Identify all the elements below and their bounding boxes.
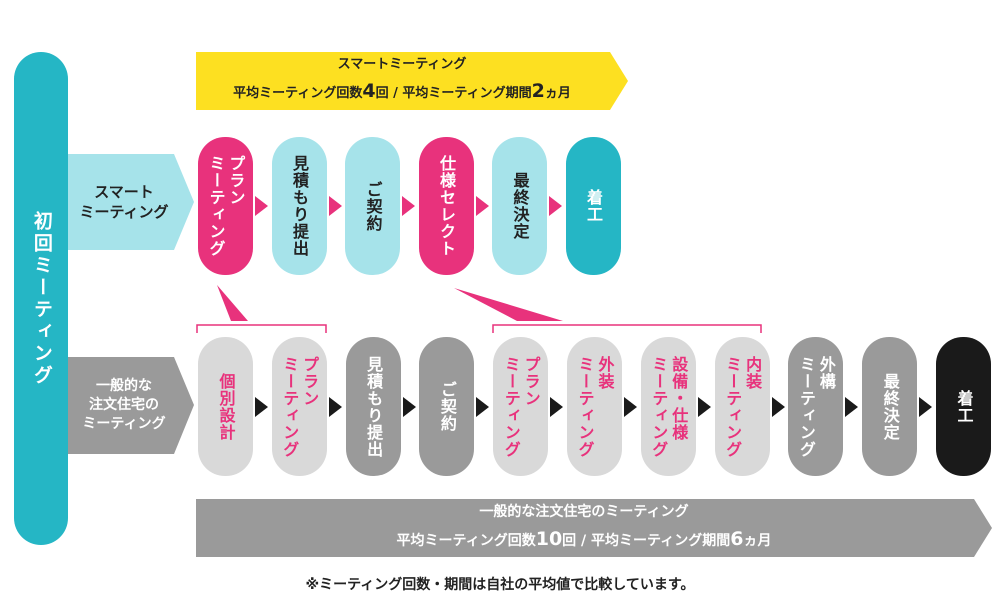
step-pill: プラン ミーティング bbox=[198, 137, 253, 275]
step-label: プラン ミーティング bbox=[501, 355, 541, 458]
step-pill: 設備・仕様 ミーティング bbox=[640, 337, 696, 476]
step-arrow bbox=[402, 196, 415, 216]
step-arrow bbox=[624, 396, 637, 417]
general-steps: 個別設計プラン ミーティング見積もり提出ご契約プラン ミーティング外装 ミーティ… bbox=[198, 337, 994, 476]
step-label: 最終決定 bbox=[510, 172, 530, 240]
step-label: プラン ミーティング bbox=[280, 355, 320, 458]
callout-connectors bbox=[196, 285, 762, 333]
general-banner: 一般的な注文住宅のミーティング 平均ミーティング回数10回 / 平均ミーティング… bbox=[196, 499, 992, 557]
smart-meeting-period: 2 bbox=[531, 80, 545, 103]
step-pill: 最終決定 bbox=[862, 337, 918, 476]
step-label: 外装 ミーティング bbox=[575, 355, 615, 458]
general-meeting-period: 6 bbox=[730, 528, 744, 551]
step-arrow bbox=[255, 396, 268, 417]
step-label: 内装 ミーティング bbox=[723, 355, 763, 458]
smart-label: スマート ミーティング bbox=[79, 182, 169, 221]
step-arrow bbox=[550, 396, 564, 417]
step-arrow bbox=[549, 196, 562, 216]
general-label-arrow bbox=[68, 357, 194, 454]
step-label: ご契約 bbox=[363, 180, 383, 232]
step-pill: 最終決定 bbox=[492, 137, 547, 275]
footnote: ※ミーティング回数・期間は自社の平均値で比較しています。 bbox=[305, 577, 695, 593]
step-arrow bbox=[845, 396, 859, 417]
smart-banner: スマートミーティング 平均ミーティング回数4回 / 平均ミーティング期間2ヵ月 bbox=[196, 52, 628, 110]
step-pill: 見積もり提出 bbox=[271, 137, 327, 275]
step-arrow bbox=[919, 396, 933, 417]
smart-label-arrow bbox=[68, 154, 194, 250]
step-arrow bbox=[771, 396, 785, 417]
smart-banner-title: スマートミーティング bbox=[337, 56, 467, 72]
step-label: 仕様セレクト bbox=[437, 155, 456, 257]
step-label: 設備・仕様 ミーティング bbox=[649, 355, 689, 458]
step-pill: 着工 bbox=[936, 337, 991, 476]
step-pill: 外装 ミーティング bbox=[567, 337, 622, 476]
first-meeting-label: 初回ミーティング bbox=[30, 210, 53, 387]
step-arrow bbox=[328, 196, 342, 216]
step-pill: 内装 ミーティング bbox=[714, 337, 770, 476]
step-label: 着工 bbox=[584, 189, 603, 223]
step-label: 着工 bbox=[954, 389, 974, 424]
step-arrow bbox=[255, 196, 268, 216]
step-arrow bbox=[328, 396, 342, 417]
smart-steps: プラン ミーティング 見積もり提出 ご契約 仕様セレクト 最終決定 着工 bbox=[198, 137, 621, 275]
step-label: 個別設計 bbox=[216, 372, 236, 441]
step-label: 最終決定 bbox=[880, 372, 900, 441]
step-label: 外構 ミーティング bbox=[796, 355, 836, 458]
step-pill: プラン ミーティング bbox=[493, 337, 549, 476]
step-label: 見積もり提出 bbox=[290, 155, 309, 257]
smart-banner-arrow bbox=[196, 52, 628, 110]
general-banner-stats: 平均ミーティング回数10回 / 平均ミーティング期間6ヵ月 bbox=[396, 528, 772, 551]
step-pill: 見積もり提出 bbox=[345, 337, 401, 476]
step-pill: ご契約 bbox=[345, 137, 400, 275]
step-pill: 個別設計 bbox=[198, 337, 253, 476]
step-pill: 仕様セレクト bbox=[418, 137, 474, 275]
general-label: 一般的な 注文住宅の ミーティング bbox=[82, 378, 166, 432]
step-arrow bbox=[476, 396, 490, 417]
general-meeting-count: 10 bbox=[535, 528, 563, 551]
first-meeting-pill: 初回ミーティング bbox=[14, 52, 68, 545]
step-arrow bbox=[402, 396, 416, 417]
step-label: プラン ミーティング bbox=[206, 155, 246, 257]
step-pill: 着工 bbox=[565, 137, 621, 275]
step-label: 見積もり提出 bbox=[364, 355, 384, 458]
step-label: ご契約 bbox=[437, 381, 457, 432]
general-banner-title: 一般的な注文住宅のミーティング bbox=[479, 503, 689, 520]
step-pill: 外構 ミーティング bbox=[788, 337, 844, 476]
step-pill: ご契約 bbox=[419, 337, 475, 476]
smart-banner-stats: 平均ミーティング回数4回 / 平均ミーティング期間2ヵ月 bbox=[233, 80, 571, 103]
smart-meeting-count: 4 bbox=[362, 80, 376, 103]
step-arrow bbox=[697, 396, 711, 417]
step-pill: プラン ミーティング bbox=[271, 337, 327, 476]
step-arrow bbox=[475, 196, 489, 216]
general-banner-arrow bbox=[196, 499, 992, 557]
